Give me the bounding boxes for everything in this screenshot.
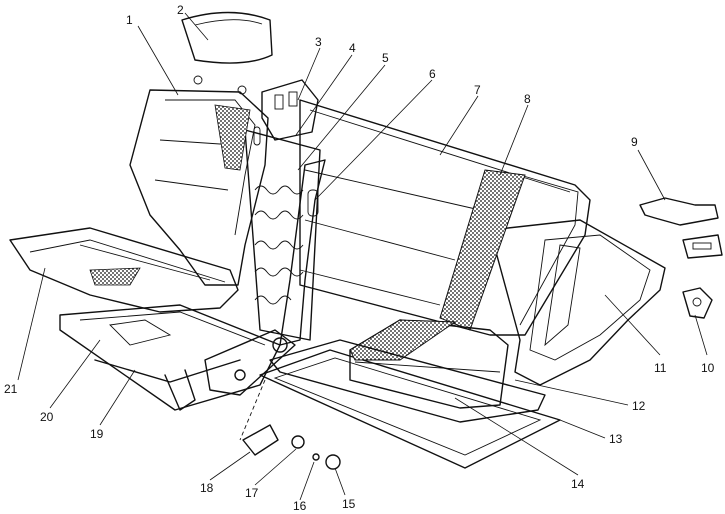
leader-lines bbox=[17, 12, 708, 501]
striker-plate bbox=[682, 287, 713, 319]
callout-8: 8 bbox=[524, 92, 531, 106]
rear-headrest-bracket bbox=[261, 79, 319, 141]
callout-21: 21 bbox=[4, 382, 18, 396]
front-seat-cushion bbox=[9, 227, 239, 313]
callout-13: 13 bbox=[609, 432, 623, 446]
callout-17: 17 bbox=[245, 486, 259, 500]
latch-trim bbox=[682, 234, 723, 259]
hardware-parts bbox=[239, 379, 341, 470]
callout-2: 2 bbox=[177, 3, 184, 17]
callout-numbers: 1 2 3 4 5 6 7 8 9 10 11 12 13 14 15 16 1… bbox=[4, 3, 715, 513]
callout-18: 18 bbox=[200, 481, 214, 495]
front-headrest bbox=[181, 11, 273, 64]
callout-16: 16 bbox=[293, 499, 307, 513]
callout-5: 5 bbox=[382, 51, 389, 65]
seat-back-frame bbox=[244, 129, 321, 341]
rear-backrest bbox=[299, 99, 591, 336]
recline-mechanism bbox=[204, 329, 296, 396]
callout-11: 11 bbox=[654, 361, 667, 375]
callout-4: 4 bbox=[349, 41, 356, 55]
callout-3: 3 bbox=[315, 35, 322, 49]
callout-14: 14 bbox=[571, 477, 585, 491]
callout-9: 9 bbox=[631, 135, 638, 149]
seat-frame bbox=[59, 304, 281, 411]
callout-7: 7 bbox=[474, 83, 481, 97]
rear-side-panel bbox=[489, 219, 666, 386]
callout-19: 19 bbox=[90, 427, 104, 441]
rear-base-rail bbox=[269, 339, 546, 423]
latch-handle bbox=[639, 197, 719, 226]
side-hinge-bar bbox=[279, 159, 326, 346]
callout-6: 6 bbox=[429, 67, 436, 81]
callout-15: 15 bbox=[342, 497, 356, 511]
callout-1: 1 bbox=[126, 13, 133, 27]
callout-10: 10 bbox=[701, 361, 715, 375]
callout-20: 20 bbox=[40, 410, 54, 424]
callout-12: 12 bbox=[632, 399, 646, 413]
front-seat-backrest bbox=[129, 75, 269, 286]
